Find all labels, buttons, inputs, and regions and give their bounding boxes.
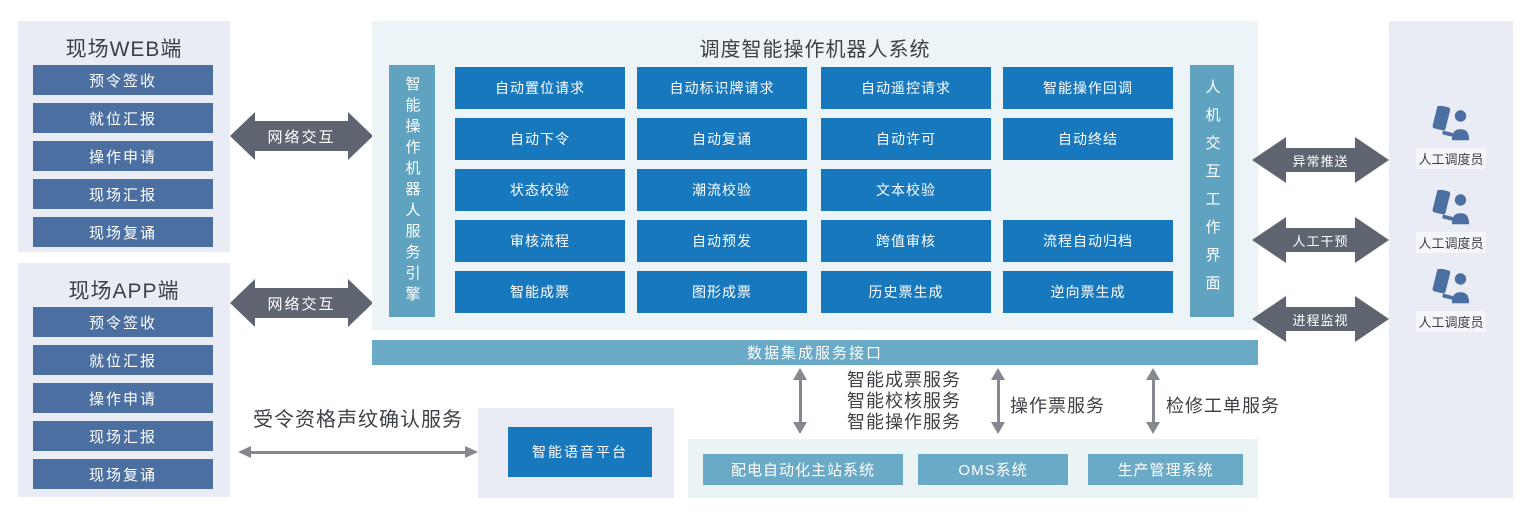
robot-system-title: 调度智能操作机器人系统 [699,39,931,61]
web-preorder-sign-box: 预令签收 [33,65,213,95]
module-auto-setpoint-request: 自动置位请求 [455,67,625,109]
module-auto-archive: 流程自动归档 [1003,220,1173,262]
module-auto-tag-request: 自动标识牌请求 [637,67,807,109]
arrow-left-head-icon [230,112,255,160]
arrow-left-head-icon [230,279,255,327]
hmi-interface-bar: 人机交互工作界面 [1190,65,1234,317]
arrow-right-head-icon [348,279,373,327]
smart-services-labels: 智能成票服务 智能校核服务 智能操作服务 [847,370,961,433]
module-auto-command: 自动下令 [455,118,625,160]
network-arrow-web-label: 网络交互 [267,128,336,146]
dispatcher-workstation-icon [1432,190,1470,225]
smart-check-service-label: 智能校核服务 [847,391,961,411]
module-smart-operation-callback: 智能操作回调 [1003,67,1173,109]
app-client-panel: 现场APP端 预令签收 就位汇报 操作申请 现场汇报 现场复诵 [18,263,230,497]
arrow-right-head-icon [1355,296,1389,342]
module-auto-remote-request: 自动遥控请求 [821,67,991,109]
data-integration-bar: 数据集成服务接口 [372,340,1258,365]
arrow-up-head-icon [793,368,807,380]
app-site-report-box: 现场汇报 [33,421,213,451]
arrow-left-head-icon [1252,296,1286,342]
module-reverse-ticket: 逆向票生成 [1003,271,1173,313]
module-smart-ticket: 智能成票 [455,271,625,313]
dispatcher-workstation-icon [1432,269,1470,304]
maintenance-order-arrow [1145,368,1161,434]
arrow-up-head-icon [1146,368,1160,380]
dispatcher-panel: 人工调度员 人工调度员 人工调度 [1389,21,1513,498]
external-systems-panel: 配电自动化主站系统 OMS系统 生产管理系统 [688,439,1258,498]
module-history-ticket: 历史票生成 [821,271,991,313]
module-auto-predispatch: 自动预发 [637,220,807,262]
smart-operation-service-label: 智能操作服务 [847,412,961,432]
module-auto-permit: 自动许可 [821,118,991,160]
web-site-report-box: 现场汇报 [33,179,213,209]
arrow-left-head-icon [1252,137,1286,183]
arrow-right-head-icon [1355,137,1389,183]
dispatcher-group: 人工调度员 [1389,106,1513,169]
arrow-left-head-icon [1252,217,1286,263]
smart-ticket-service-label: 智能成票服务 [847,370,961,390]
web-client-panel: 现场WEB端 预令签收 就位汇报 操作申请 现场汇报 现场复诵 [18,21,230,252]
process-monitor-label: 进程监视 [1292,312,1349,328]
production-management-system-box: 生产管理系统 [1088,454,1243,485]
process-monitor-arrow: 进程监视 [1252,296,1389,342]
arrow-right-head-icon [348,112,373,160]
web-site-repeat-box: 现场复诵 [33,217,213,247]
app-in-position-report-box: 就位汇报 [33,345,213,375]
exception-push-arrow: 异常推送 [1252,137,1389,183]
module-auto-repeat: 自动复诵 [637,118,807,160]
operation-ticket-service-label: 操作票服务 [1010,396,1105,416]
arrow-down-head-icon [991,422,1005,434]
app-client-title: 现场APP端 [68,280,180,303]
dispatcher-group: 人工调度员 [1389,269,1513,332]
module-text-check: 文本校验 [821,169,991,211]
dispatcher-label: 人工调度员 [1416,232,1486,253]
arrow-left-head-icon [238,446,251,458]
smart-services-arrow [792,368,808,434]
app-site-repeat-box: 现场复诵 [33,459,213,489]
app-preorder-sign-box: 预令签收 [33,307,213,337]
voice-service-label: 受令资格声纹确认服务 [253,409,463,431]
robot-system-panel: 调度智能操作机器人系统 智能操作机器人服务引擎 人机交互工作界面 自动置位请求 … [372,21,1258,330]
web-operation-request-box: 操作申请 [33,141,213,171]
arrow-up-head-icon [991,368,1005,380]
web-client-title: 现场WEB端 [65,38,183,61]
module-auto-terminate: 自动终结 [1003,118,1173,160]
network-arrow-web: 网络交互 [230,112,373,160]
distribution-automation-system-box: 配电自动化主站系统 [703,454,903,485]
manual-intervention-arrow: 人工干预 [1252,217,1389,263]
arrow-right-head-icon [465,446,478,458]
web-in-position-report-box: 就位汇报 [33,103,213,133]
arrow-down-head-icon [1146,422,1160,434]
network-arrow-app: 网络交互 [230,279,373,327]
module-review-process: 审核流程 [455,220,625,262]
app-operation-request-box: 操作申请 [33,383,213,413]
arrow-right-head-icon [1355,217,1389,263]
voice-platform-panel: 智能语音平台 [478,408,674,498]
dispatcher-label: 人工调度员 [1416,311,1486,332]
voice-platform-box: 智能语音平台 [508,427,652,477]
module-graphic-ticket: 图形成票 [637,271,807,313]
dispatcher-workstation-icon [1432,106,1470,141]
module-cross-shift-review: 跨值审核 [821,220,991,262]
arrow-down-head-icon [793,422,807,434]
service-engine-bar: 智能操作机器人服务引擎 [389,65,435,317]
network-arrow-app-label: 网络交互 [267,295,336,313]
dispatcher-label: 人工调度员 [1416,148,1486,169]
dispatcher-group: 人工调度员 [1389,190,1513,253]
manual-intervention-label: 人工干预 [1292,233,1349,249]
maintenance-order-service-label: 检修工单服务 [1166,396,1280,416]
module-status-check: 状态校验 [455,169,625,211]
voice-service-arrow [238,445,478,459]
module-powerflow-check: 潮流校验 [637,169,807,211]
operation-ticket-arrow [990,368,1006,434]
exception-push-label: 异常推送 [1292,153,1349,169]
oms-system-box: OMS系统 [918,454,1068,485]
